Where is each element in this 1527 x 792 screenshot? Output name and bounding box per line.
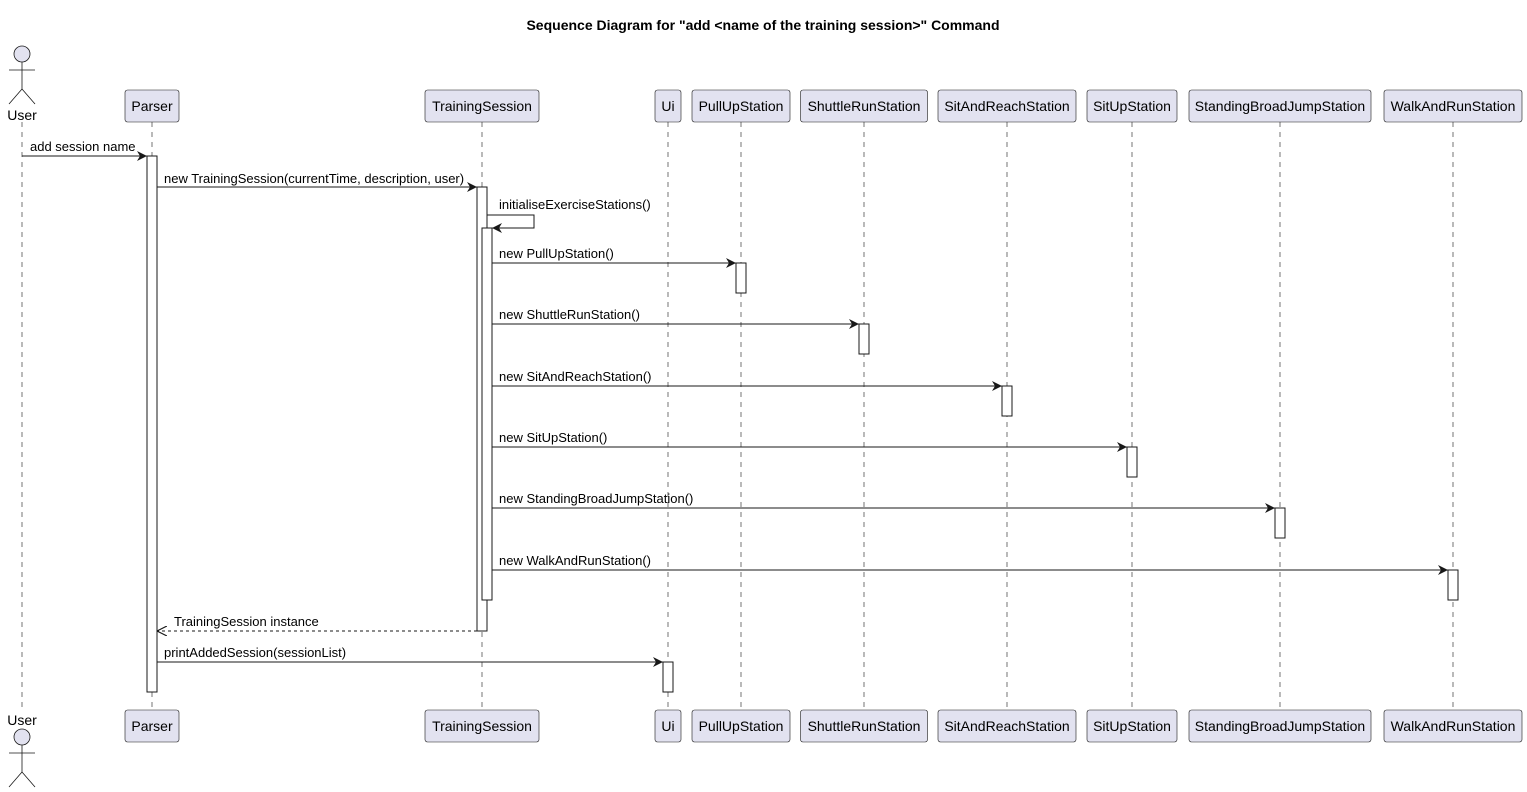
participant-box-top-parser [124, 89, 180, 123]
participant-label-top-pull-up-station: PullUpStation [699, 98, 784, 114]
participant-box-bottom-sit-up-station [1086, 709, 1178, 743]
message-5: new ShuttleRunStation() [492, 307, 859, 329]
participant-label-bottom-standing-broad-jump-station: StandingBroadJumpStation [1195, 718, 1365, 734]
message-label: new PullUpStation() [499, 246, 614, 261]
message-4: new PullUpStation() [492, 246, 736, 268]
message-3: initialiseExerciseStations() [487, 197, 651, 233]
participant-label-bottom-user: User [7, 712, 37, 728]
message-label: new ShuttleRunStation() [499, 307, 640, 322]
message-label: new TrainingSession(currentTime, descrip… [164, 171, 464, 186]
participant-box-bottom-shuttle-run-station [800, 709, 928, 743]
message-10: TrainingSession instance [157, 614, 477, 631]
participant-box-top-sit-and-reach-station [937, 89, 1077, 123]
activations [146, 155, 1459, 693]
diagram-title: Sequence Diagram for "add <name of the t… [526, 17, 999, 33]
participant-box-top-training-session [424, 89, 540, 123]
activation-bar-sit-up-station [1126, 446, 1138, 478]
message-label: add session name [30, 139, 136, 154]
message-9: new WalkAndRunStation() [492, 553, 1448, 575]
message-label: new SitUpStation() [499, 430, 607, 445]
participant-label-bottom-sit-up-station: SitUpStation [1093, 718, 1171, 734]
actor-icon-bottom [8, 728, 36, 788]
participants: UserUserParserParserTrainingSessionTrain… [7, 45, 1523, 788]
participant-label-top-parser: Parser [131, 98, 173, 114]
message-label: initialiseExerciseStations() [499, 197, 651, 212]
participant-box-bottom-training-session [424, 709, 540, 743]
messages: add session name new TrainingSession(curr… [22, 139, 1448, 667]
activation-bar-standing-broad-jump-station [1274, 507, 1286, 539]
message-label: TrainingSession instance [174, 614, 319, 629]
message-6: new SitAndReachStation() [492, 369, 1002, 391]
participant-label-top-standing-broad-jump-station: StandingBroadJumpStation [1195, 98, 1365, 114]
activation-bar-sit-and-reach-station [1001, 385, 1013, 417]
message-2: new TrainingSession(currentTime, descrip… [157, 171, 477, 192]
participant-label-top-training-session: TrainingSession [432, 98, 532, 114]
participant-label-bottom-pull-up-station: PullUpStation [699, 718, 784, 734]
participant-label-bottom-parser: Parser [131, 718, 173, 734]
message-8: new StandingBroadJumpStation() [492, 491, 1275, 513]
participant-label-top-shuttle-run-station: ShuttleRunStation [808, 98, 921, 114]
activation-bar-walk-and-run-station [1447, 569, 1459, 601]
participant-box-top-ui [654, 89, 682, 123]
participant-box-bottom-standing-broad-jump-station [1188, 709, 1372, 743]
participant-label-bottom-sit-and-reach-station: SitAndReachStation [944, 718, 1069, 734]
participant-label-top-ui: Ui [661, 98, 674, 114]
activation-bar-parser [146, 155, 158, 693]
message-arrow [487, 214, 535, 233]
participant-label-top-sit-up-station: SitUpStation [1093, 98, 1171, 114]
message-label: printAddedSession(sessionList) [164, 645, 346, 660]
participant-label-bottom-ui: Ui [661, 718, 674, 734]
participant-box-bottom-walk-and-run-station [1383, 709, 1523, 743]
message-11: printAddedSession(sessionList) [157, 645, 663, 667]
participant-box-top-standing-broad-jump-station [1188, 89, 1372, 123]
participant-label-top-walk-and-run-station: WalkAndRunStation [1391, 98, 1516, 114]
participant-label-bottom-shuttle-run-station: ShuttleRunStation [808, 718, 921, 734]
participant-box-top-sit-up-station [1086, 89, 1178, 123]
activation-bar-shuttle-run-station [858, 323, 870, 355]
participant-label-bottom-training-session: TrainingSession [432, 718, 532, 734]
participant-box-bottom-pull-up-station [691, 709, 791, 743]
participant-box-bottom-sit-and-reach-station [937, 709, 1077, 743]
participant-box-top-walk-and-run-station [1383, 89, 1523, 123]
participant-box-top-pull-up-station [691, 89, 791, 123]
message-7: new SitUpStation() [492, 430, 1127, 452]
participant-label-top-sit-and-reach-station: SitAndReachStation [944, 98, 1069, 114]
activation-bar-pull-up-station [735, 262, 747, 294]
activation-bar-ui [662, 661, 674, 693]
message-1: add session name [22, 139, 147, 161]
participant-box-bottom-ui [654, 709, 682, 743]
message-label: new StandingBroadJumpStation() [499, 491, 693, 506]
actor-icon-top [8, 45, 36, 105]
activation-bar-training-session [481, 227, 493, 601]
participant-box-top-shuttle-run-station [800, 89, 928, 123]
participant-box-bottom-parser [124, 709, 180, 743]
participant-label-bottom-walk-and-run-station: WalkAndRunStation [1391, 718, 1516, 734]
message-label: new WalkAndRunStation() [499, 553, 651, 568]
participant-label-top-user: User [7, 107, 37, 123]
message-label: new SitAndReachStation() [499, 369, 651, 384]
